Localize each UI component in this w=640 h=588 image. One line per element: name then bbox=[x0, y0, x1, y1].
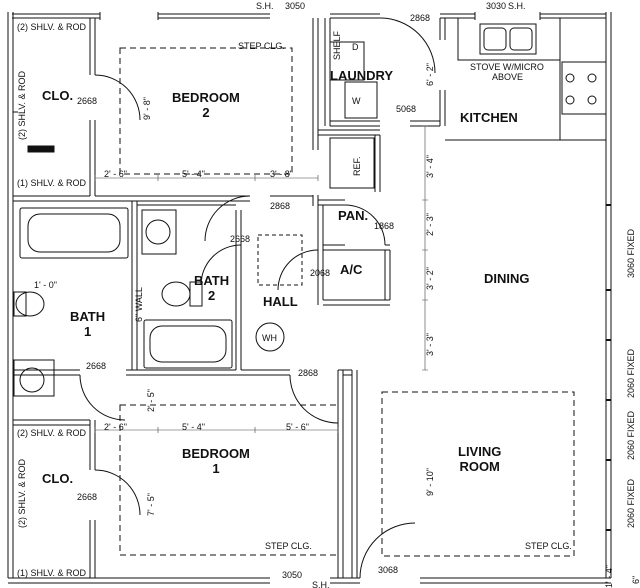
dimension: 3' - 8" bbox=[270, 169, 293, 179]
door-size: 1868 bbox=[374, 221, 395, 231]
step-ceiling-note: STEP CLG. bbox=[265, 541, 312, 551]
dimension-vertical: 1' - 4" bbox=[604, 565, 614, 588]
dimension: 1' - 0" bbox=[34, 280, 57, 290]
dimension-vertical: 9' - 8" bbox=[142, 97, 152, 120]
dimension: 5' - 6" bbox=[286, 422, 309, 432]
shelf-rod-note: (1) SHLV. & ROD bbox=[17, 178, 87, 188]
room-number: 1 bbox=[212, 461, 220, 476]
room-number: 1 bbox=[83, 324, 92, 339]
room-name: BATH bbox=[70, 309, 106, 324]
door-size: 2868 bbox=[298, 368, 319, 378]
room-label-bath-2: BATH 2 bbox=[194, 273, 229, 303]
window-type: S.H. bbox=[312, 580, 330, 588]
dimension: 2' - 6" bbox=[104, 422, 127, 432]
room-label-ac: A/C bbox=[340, 262, 363, 277]
room-label-dining: DINING bbox=[484, 271, 530, 286]
room-name: LIVING bbox=[458, 444, 502, 459]
exterior-wall-left bbox=[7, 12, 14, 578]
room-label-bedroom-1: BEDROOM 1 bbox=[182, 446, 250, 476]
window-size-fixed: 2060 FIXED bbox=[626, 348, 636, 398]
window-size: 3030 bbox=[486, 1, 507, 11]
door-size: 2668 bbox=[77, 492, 98, 502]
dimension: 5' - 4" bbox=[182, 422, 205, 432]
room-number: 2 bbox=[202, 105, 210, 120]
stove-note: STOVE W/MICRO bbox=[470, 62, 544, 72]
wall-note: 6" WALL bbox=[134, 287, 144, 322]
dimension-vertical: 6" bbox=[631, 575, 640, 584]
shelf-rod-note: (1) SHLV. & ROD bbox=[17, 568, 87, 578]
stove-note-line2: ABOVE bbox=[492, 72, 524, 82]
door-size: 2868 bbox=[410, 13, 431, 23]
room-number: 2 bbox=[207, 288, 216, 303]
dimension-vertical: 3' - 2" bbox=[425, 267, 435, 290]
door-size: 5068 bbox=[396, 104, 417, 114]
water-heater bbox=[255, 322, 285, 352]
window-size-fixed: 2060 FIXED bbox=[626, 478, 636, 528]
step-ceiling-note: STEP CLG. bbox=[525, 541, 572, 551]
door-size: 2668 bbox=[77, 96, 98, 106]
window-size-fixed: 3060 FIXED bbox=[626, 228, 636, 278]
window-size: 3050 bbox=[282, 570, 303, 580]
shelf-rod-note-vertical: (2) SHLV. & ROD bbox=[17, 458, 27, 528]
room-name: BEDROOM bbox=[182, 446, 250, 461]
dimension: 5' - 4" bbox=[182, 169, 205, 179]
water-heater-label: WH bbox=[262, 333, 277, 343]
room-label-kitchen: KITCHEN bbox=[460, 110, 518, 125]
dryer-label: D bbox=[352, 42, 359, 52]
room-name-line2: ROOM bbox=[459, 459, 500, 474]
dimension: 2' - 6" bbox=[104, 169, 127, 179]
shelf-rod-note: (2) SHLV. & ROD bbox=[17, 428, 87, 438]
window-size: 3050 bbox=[285, 1, 306, 11]
room-label-bedroom-2: BEDROOM 2 bbox=[172, 90, 240, 120]
door-size: 2068 bbox=[310, 268, 331, 278]
window-size-fixed: 2060 FIXED bbox=[626, 410, 636, 460]
room-label-hall: HALL bbox=[263, 294, 298, 309]
room-label-pantry: PAN. bbox=[338, 208, 369, 223]
exterior-wall-right bbox=[605, 12, 612, 578]
step-ceiling-note: STEP CLG. bbox=[238, 41, 285, 51]
dimension-vertical: 7' - 5" bbox=[146, 493, 156, 516]
window-type: S.H. bbox=[508, 1, 526, 11]
refrigerator-label: REF. bbox=[352, 156, 362, 176]
door-size: 2668 bbox=[86, 361, 107, 371]
room-name: BEDROOM bbox=[172, 90, 240, 105]
dimension-vertical: 6' - 2" bbox=[425, 63, 435, 86]
window-type: S.H. bbox=[256, 1, 274, 11]
room-label-laundry: LAUNDRY bbox=[330, 68, 394, 83]
dimension-vertical: 2' - 3" bbox=[425, 213, 435, 236]
room-label-bath-1: BATH 1 bbox=[70, 309, 105, 339]
room-label-closet-bottom: CLO. bbox=[42, 471, 74, 486]
room-label-closet-top: CLO. bbox=[42, 88, 74, 103]
room-name: BATH bbox=[194, 273, 230, 288]
shelf-rod-note-vertical: (2) SHLV. & ROD bbox=[17, 70, 27, 140]
door-size: 2868 bbox=[270, 201, 291, 211]
dimension-vertical: 3' - 3" bbox=[425, 333, 435, 356]
shelf-note: SHELF bbox=[332, 30, 342, 60]
washer-label: W bbox=[352, 96, 361, 106]
dimension-vertical: 3' - 4" bbox=[425, 155, 435, 178]
room-label-living: LIVING ROOM bbox=[458, 444, 501, 474]
dimension-vertical: 2' - 5" bbox=[146, 389, 156, 412]
door-size: 2668 bbox=[230, 234, 251, 244]
door-size: 3068 bbox=[378, 565, 399, 575]
dimension-vertical: 9' - 10" bbox=[425, 468, 435, 496]
shelf-rod-note: (2) SHLV. & ROD bbox=[17, 22, 87, 32]
